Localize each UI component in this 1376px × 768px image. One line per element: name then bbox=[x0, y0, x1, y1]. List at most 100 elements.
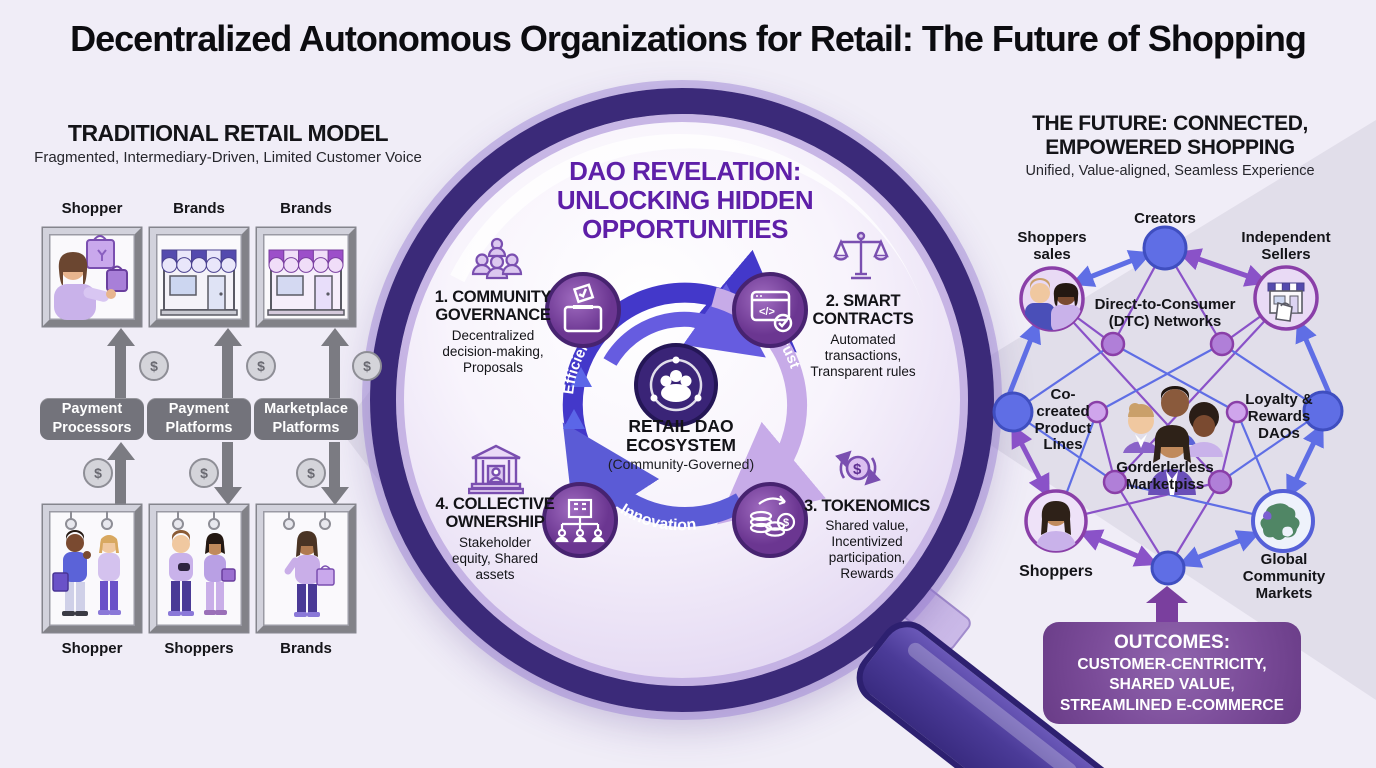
label-line: Independent bbox=[1241, 229, 1331, 246]
outcomes-node bbox=[1150, 550, 1186, 586]
shopper-with-bags-illustration bbox=[54, 235, 128, 320]
global-markets-label: Global Community Markets bbox=[1240, 551, 1328, 602]
cocreated-label: Co- created Product Lines bbox=[1022, 386, 1104, 454]
outcomes-up-arrow-shaft bbox=[1156, 601, 1178, 627]
brand-person-illustration bbox=[283, 511, 335, 617]
shoppers-node bbox=[1024, 489, 1088, 553]
collective-ownership-title: 4. COLLECTIVE OWNERSHIP bbox=[435, 495, 555, 532]
code-glyph: </> bbox=[759, 306, 775, 318]
left-top-labels: Shopper Brands Brands bbox=[43, 200, 355, 217]
retail-dao-ecosystem-text: RETAIL DAO ECOSYSTEM (Community-Governed… bbox=[596, 416, 766, 471]
page-title: Decentralized Autonomous Organizations f… bbox=[70, 18, 1307, 59]
arrow-shaft bbox=[329, 345, 340, 398]
two-shoppers-illustration bbox=[168, 511, 236, 616]
dollar-coin-icon: $ bbox=[246, 351, 276, 381]
label-line: Rewards bbox=[1247, 407, 1311, 425]
label-line: DAOs bbox=[1258, 424, 1300, 442]
future-subheading: Unified, Value-aligned, Seamless Experie… bbox=[1025, 163, 1315, 179]
dollar-coin-icon: $ bbox=[352, 351, 382, 381]
balance-scale-icon bbox=[833, 231, 889, 280]
creators-label: Creators bbox=[1134, 210, 1196, 227]
column-label-shoppers-b: Shoppers bbox=[164, 640, 234, 657]
label-line: Markets bbox=[1255, 584, 1313, 602]
brand-room-box bbox=[257, 505, 355, 632]
up-arrow-icon bbox=[321, 328, 349, 346]
governance-desc: Decentralized decision-making, Proposals bbox=[442, 327, 544, 375]
governance-title: 1. COMMUNITY GOVERNANCE bbox=[434, 288, 552, 325]
creators-node bbox=[1142, 225, 1188, 271]
outcomes-line-3: STREAMLINED E-COMMERCE bbox=[1060, 696, 1284, 714]
down-arrow-icon bbox=[321, 487, 349, 505]
down-arrow-icon bbox=[214, 487, 242, 505]
outcomes-line-1: CUSTOMER-CENTRICITY, bbox=[1077, 655, 1267, 673]
column-label-brands-1: Brands bbox=[173, 200, 225, 217]
community-people-icon bbox=[471, 237, 523, 280]
dao-heading-line1: DAO REVELATION: bbox=[569, 156, 801, 186]
coins-icon bbox=[749, 495, 796, 537]
future-heading: THE FUTURE: CONNECTED, EMPOWERED SHOPPIN… bbox=[985, 112, 1355, 160]
label-line: Marketpiss bbox=[1125, 475, 1205, 493]
smart-contracts-circle: </> bbox=[732, 272, 808, 348]
hub-title-line1: RETAIL DAO bbox=[628, 416, 734, 436]
storefront-blue-illustration bbox=[160, 249, 238, 316]
dao-heading-line2: UNLOCKING HIDDEN bbox=[556, 185, 814, 216]
community-people-cluster bbox=[1123, 386, 1223, 495]
dao-heading-line3: OPPORTUNITIES bbox=[582, 214, 788, 245]
independent-sellers-node bbox=[1253, 265, 1319, 331]
dollar-glyph: $ bbox=[853, 461, 862, 478]
code-contract-icon bbox=[750, 290, 793, 333]
payment-processors-pill: Payment Processors bbox=[40, 398, 144, 440]
arrow-shaft bbox=[222, 345, 233, 398]
label-line: Community bbox=[1242, 567, 1326, 585]
marketplace-label: Gorderlerless Marketpiss bbox=[1095, 459, 1235, 494]
outcomes-line-2: SHARED VALUE, bbox=[1109, 676, 1235, 694]
label-line: Sellers bbox=[1261, 245, 1311, 263]
arrow-shaft bbox=[329, 442, 340, 488]
label-line: Product bbox=[1034, 419, 1092, 437]
label-line: sales bbox=[1033, 245, 1071, 263]
future-heading-line2: EMPOWERED SHOPPING bbox=[1045, 135, 1295, 159]
brand-store-frame-box-2 bbox=[257, 228, 355, 326]
smart-contracts-desc: Automated transactions, Transparent rule… bbox=[810, 331, 916, 379]
dollar-coin-icon: $ bbox=[83, 458, 113, 488]
label-line: Loyalty & bbox=[1245, 391, 1313, 408]
traditional-retail-heading: TRADITIONAL RETAIL MODEL bbox=[67, 120, 389, 146]
smart-contracts-text: 2. SMART CONTRACTS Automated transaction… bbox=[778, 292, 948, 380]
org-chart-icon bbox=[555, 498, 605, 543]
outcomes-title: OUTCOMES: bbox=[1113, 631, 1231, 653]
bank-building-icon bbox=[468, 444, 524, 495]
payment-platforms-pill: Payment Platforms bbox=[147, 398, 251, 440]
collective-ownership-circle bbox=[542, 482, 618, 558]
collective-ownership-desc: Stakeholder equity, Shared assets bbox=[451, 534, 539, 582]
traditional-retail-subheading: Fragmented, Intermediary-Driven, Limited… bbox=[34, 149, 422, 166]
left-intermediaries: Payment Processors Payment Platforms Mar… bbox=[40, 398, 358, 440]
inner-efficiency-arc bbox=[603, 283, 766, 366]
future-network-diagram bbox=[992, 225, 1344, 586]
label-line: created bbox=[1036, 402, 1090, 420]
shoppers-sales-node bbox=[1019, 266, 1085, 332]
shoppers-label: Shoppers bbox=[1019, 563, 1093, 580]
innovation-arc bbox=[562, 422, 746, 534]
relay-nodes bbox=[1085, 331, 1249, 495]
label-line: Gorderlerless bbox=[1116, 459, 1214, 476]
smart-contracts-title: 2. SMART CONTRACTS bbox=[812, 292, 914, 329]
label-line: Shoppers bbox=[1017, 229, 1087, 246]
up-arrow-icon bbox=[107, 328, 135, 346]
label-line: Lines bbox=[1043, 436, 1083, 454]
cocreated-node bbox=[992, 391, 1034, 433]
label-line: Direct-to-Consumer bbox=[1094, 296, 1236, 313]
arrow-shaft bbox=[115, 459, 126, 505]
column-label-shopper-b: Shopper bbox=[61, 640, 123, 657]
independent-sellers-label: Independent Sellers bbox=[1236, 229, 1336, 264]
up-arrow-icon bbox=[214, 328, 242, 346]
column-label-brands-b: Brands bbox=[280, 640, 332, 657]
storefront-purple-illustration bbox=[267, 249, 345, 316]
governance-circle bbox=[545, 272, 621, 348]
tokenomics-desc: Shared value, Incentivized participation… bbox=[825, 518, 909, 582]
label-line: Global bbox=[1260, 551, 1308, 568]
label-line: Co- bbox=[1050, 386, 1076, 403]
shopper-room-box-2 bbox=[150, 505, 248, 632]
arrow-shaft bbox=[115, 345, 126, 398]
left-bottom-labels: Shopper Shoppers Brands bbox=[43, 640, 355, 657]
